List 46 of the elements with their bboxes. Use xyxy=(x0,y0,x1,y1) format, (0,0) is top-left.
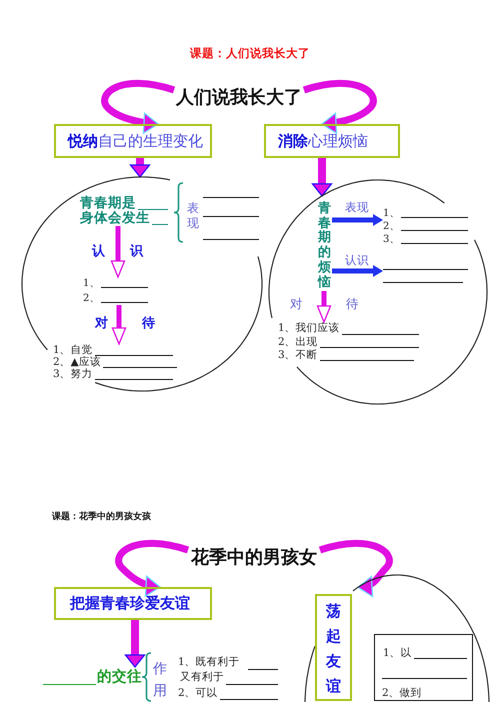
list-item: 1、以 xyxy=(383,648,412,659)
prompt-text: 身体会发生 xyxy=(80,211,150,225)
hollow-arrow xyxy=(110,226,126,278)
list-item: 1、我们应该 xyxy=(278,323,340,334)
lesson-heading: 课题：人们说我长大了 xyxy=(190,47,310,60)
diagram-title: 花季中的男孩女 xyxy=(188,546,320,570)
side-label: 表现 xyxy=(187,201,200,231)
list-item: 1、 xyxy=(83,278,100,289)
block-arrow xyxy=(312,158,332,197)
list-item: 3、 xyxy=(383,234,400,245)
list-item: 2、做到 xyxy=(382,688,422,699)
curved-arrow xyxy=(101,80,175,134)
curved-arrow xyxy=(115,540,189,596)
topic-box: 消除心理烦恼 xyxy=(264,124,400,158)
curved-arrow xyxy=(303,80,377,134)
prompt-text: 的交往 xyxy=(97,669,142,685)
list-item: 2、 xyxy=(383,221,400,232)
list-item: 2、出现 xyxy=(278,337,318,348)
list-item: 1、自觉 xyxy=(53,345,93,356)
list-item: 3、努力 xyxy=(53,369,93,380)
list-box xyxy=(374,634,473,701)
side-label: 作用 xyxy=(153,660,167,701)
prompt-text: 青春期是 xyxy=(80,196,136,210)
block-arrow xyxy=(124,620,146,668)
lesson-heading: 课题：花季中的男孩女孩 xyxy=(52,512,151,523)
list-item: 又有利于 xyxy=(180,672,224,683)
list-item: 2、▲应该 xyxy=(53,357,101,368)
topic-box: 悦纳自己的生理变化 xyxy=(54,124,212,158)
curved-arrow xyxy=(319,540,393,597)
topic-text: 青春期的烦恼 xyxy=(318,202,332,291)
list-item: 1、既有利于 xyxy=(178,657,240,668)
arrow xyxy=(332,265,383,277)
block-arrow xyxy=(130,158,150,178)
list-item: 1、 xyxy=(383,208,400,219)
edge-label: 对待 xyxy=(290,297,359,311)
diagram-title: 人们说我长大了 xyxy=(174,86,304,110)
hollow-arrow xyxy=(316,291,332,323)
list-item: 3、不断 xyxy=(278,350,318,361)
topic-box: 把握青春珍爱友谊 xyxy=(54,587,212,620)
list-item: 2、可以 xyxy=(178,688,218,699)
edge-label: 对待 xyxy=(95,317,155,331)
edge-label: 表现 xyxy=(345,201,369,214)
hollow-arrow xyxy=(112,305,126,345)
edge-label: 认识 xyxy=(345,254,369,267)
arrow xyxy=(332,214,383,226)
list-item: 2、 xyxy=(83,293,100,304)
